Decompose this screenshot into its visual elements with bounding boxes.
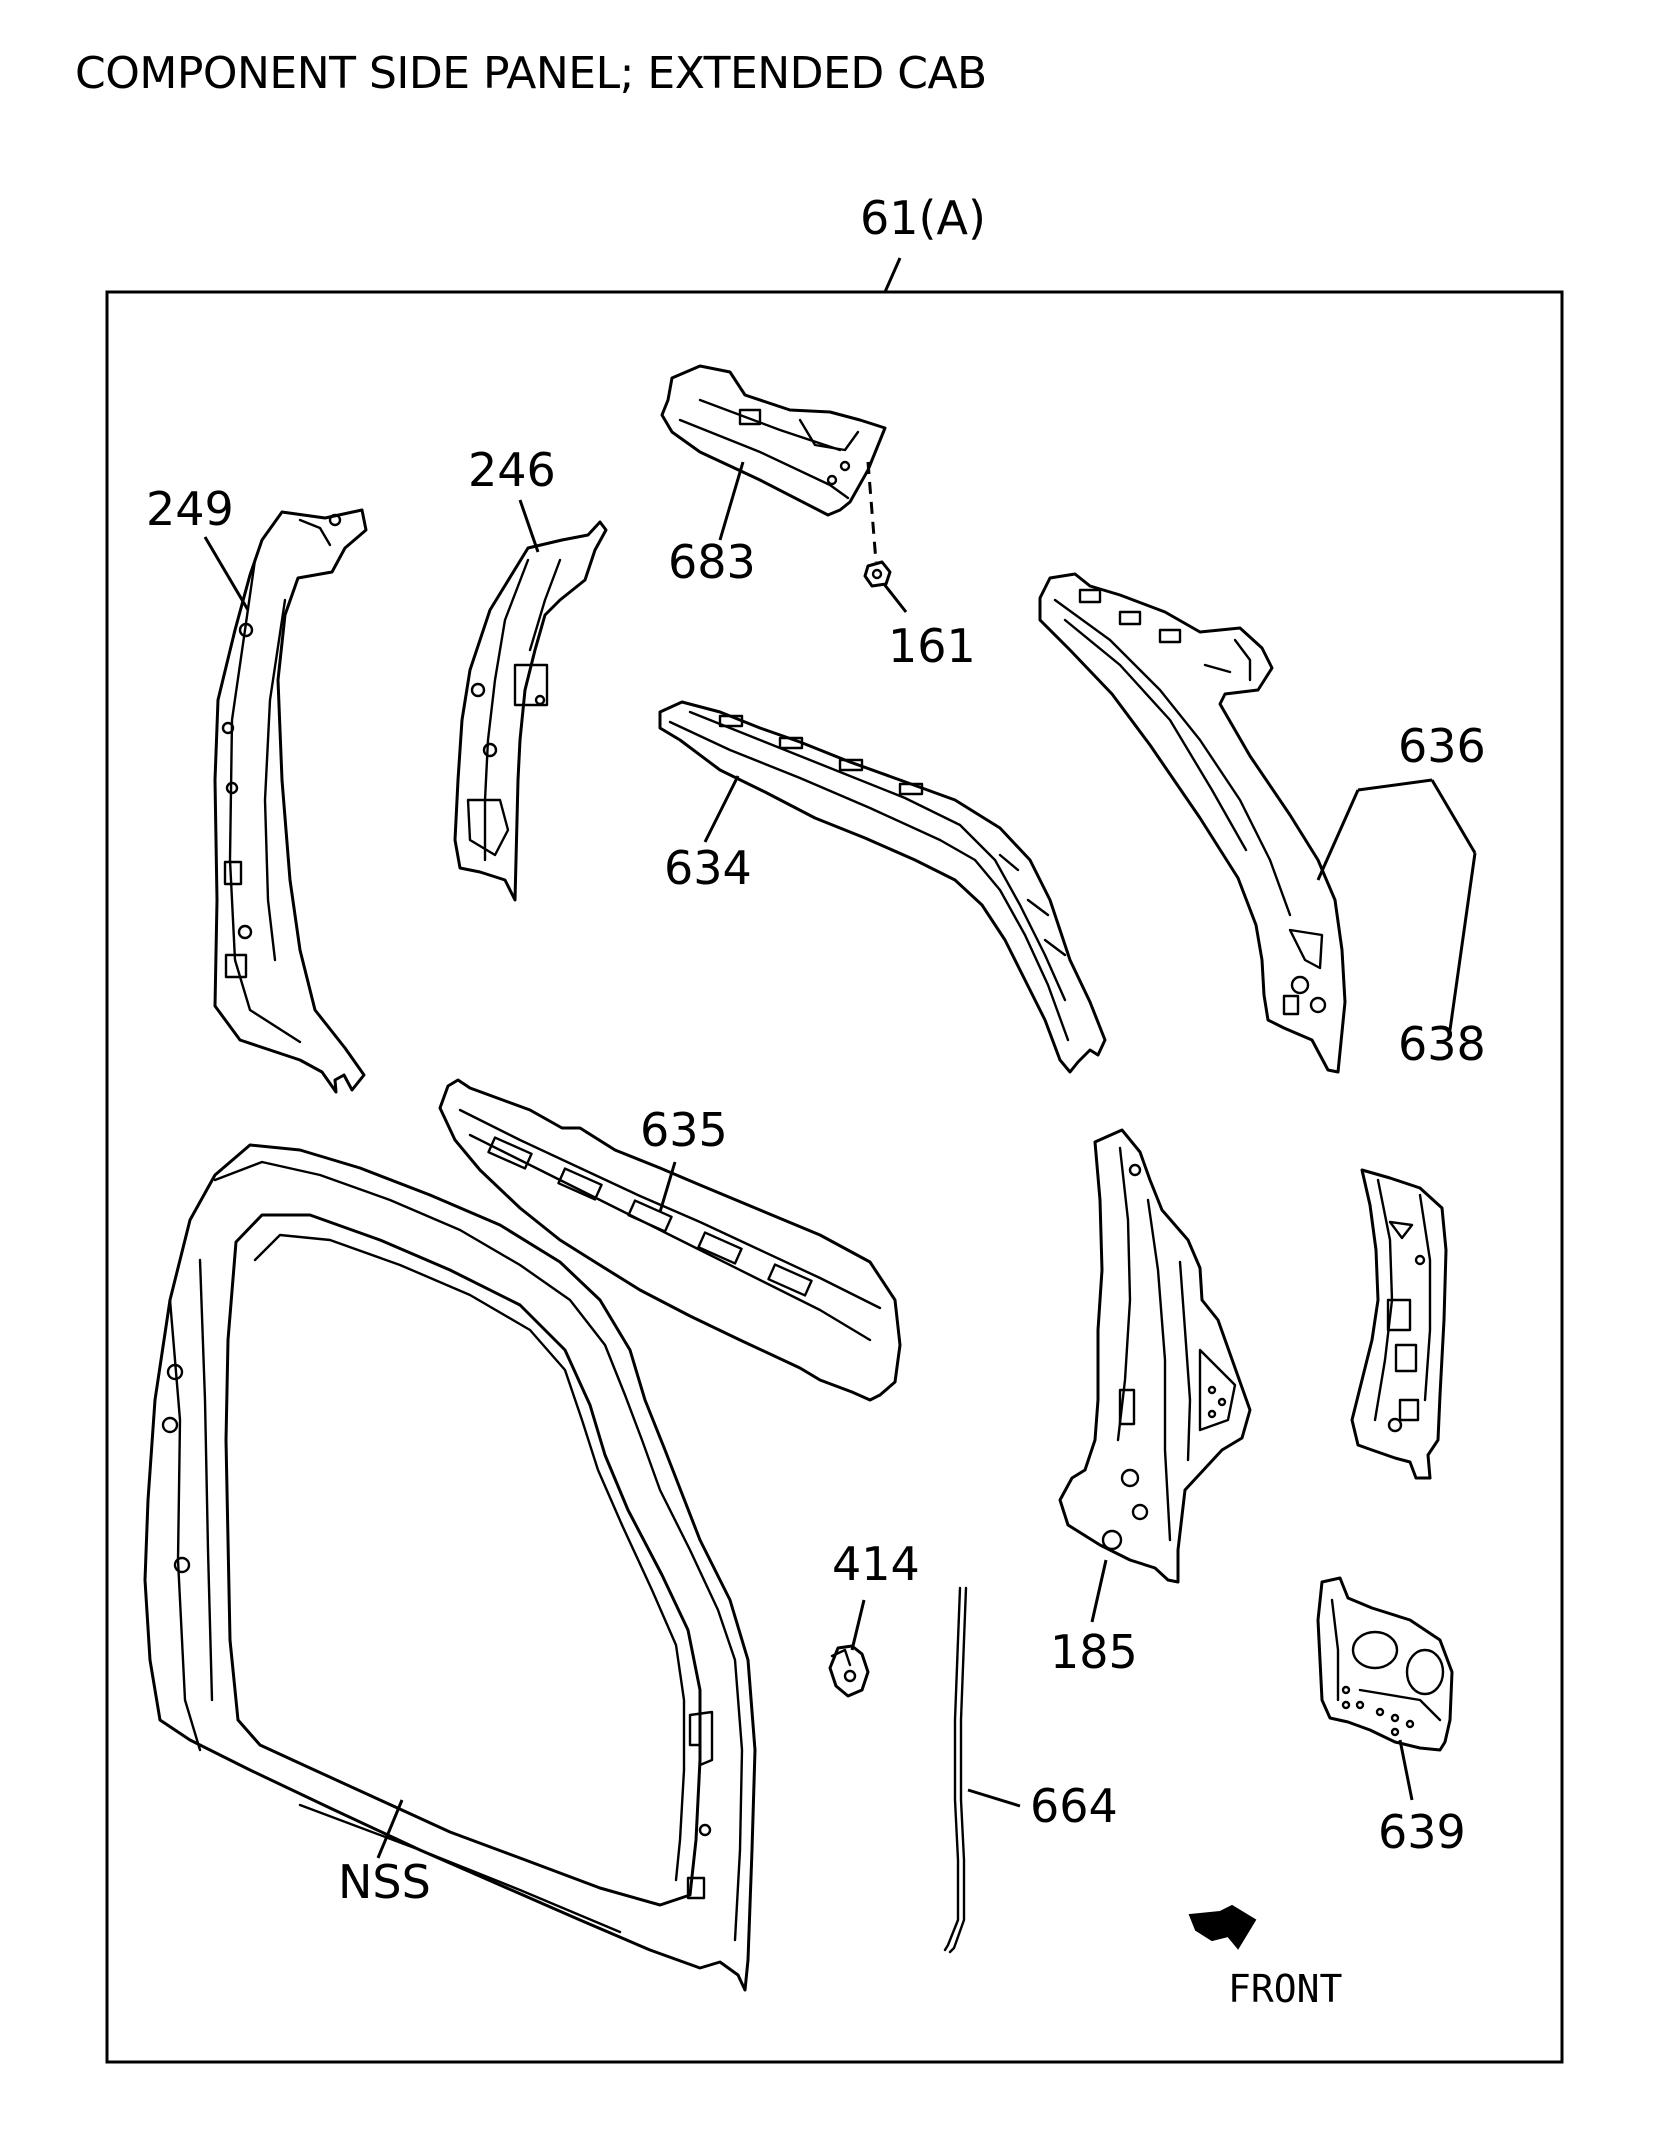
callout-249: 249 <box>146 482 234 536</box>
part-683[interactable] <box>660 364 887 517</box>
callout-414: 414 <box>832 1537 920 1591</box>
leader-635 <box>658 1161 677 1213</box>
part-664[interactable] <box>943 1586 968 1954</box>
group-leader <box>883 257 902 293</box>
part-185[interactable] <box>1058 1128 1252 1584</box>
leader-634 <box>703 775 740 843</box>
callout-634: 634 <box>664 841 752 895</box>
part-246[interactable] <box>453 520 608 902</box>
callout-246: 246 <box>468 443 556 497</box>
callout-636: 636 <box>1398 719 1486 773</box>
leader-636c <box>1430 779 1477 854</box>
leader-636a <box>1357 778 1433 792</box>
front-arrow-icon <box>1188 1904 1257 1950</box>
leader-161 <box>882 583 908 613</box>
dash-leader-161 <box>866 461 878 563</box>
leader-636b <box>1316 789 1360 881</box>
leader-664 <box>967 1788 1021 1808</box>
front-direction-label: FRONT <box>1228 1967 1342 2011</box>
part-639[interactable] <box>1316 1576 1454 1752</box>
callout-639: 639 <box>1378 1805 1466 1859</box>
callout-635: 635 <box>640 1103 728 1157</box>
part-249[interactable] <box>213 508 368 1094</box>
part-634[interactable] <box>658 700 1107 1074</box>
callout-683: 683 <box>668 535 756 589</box>
callout-161: 161 <box>888 619 976 673</box>
page-title: COMPONENT SIDE PANEL; EXTENDED CAB <box>75 48 987 99</box>
leader-nss <box>376 1799 404 1859</box>
leader-639 <box>1398 1739 1414 1801</box>
part-161-nut[interactable] <box>863 560 892 588</box>
leader-246 <box>518 499 540 553</box>
part-414[interactable] <box>828 1644 870 1698</box>
part-638[interactable] <box>1350 1168 1448 1480</box>
callout-nss: NSS <box>338 1855 431 1909</box>
part-nss-side-panel[interactable] <box>143 1143 757 1992</box>
group-label: 61(A) <box>860 191 986 245</box>
leader-414 <box>850 1599 866 1651</box>
leader-683 <box>718 461 745 541</box>
callout-664: 664 <box>1030 1779 1118 1833</box>
leader-249 <box>203 536 250 611</box>
leader-636d <box>1448 852 1477 1031</box>
group-frame <box>105 290 1564 2064</box>
part-636[interactable] <box>1038 572 1347 1074</box>
leader-185 <box>1090 1559 1108 1623</box>
callout-638: 638 <box>1398 1017 1486 1071</box>
part-635[interactable] <box>438 1078 902 1402</box>
callout-185: 185 <box>1050 1625 1138 1679</box>
